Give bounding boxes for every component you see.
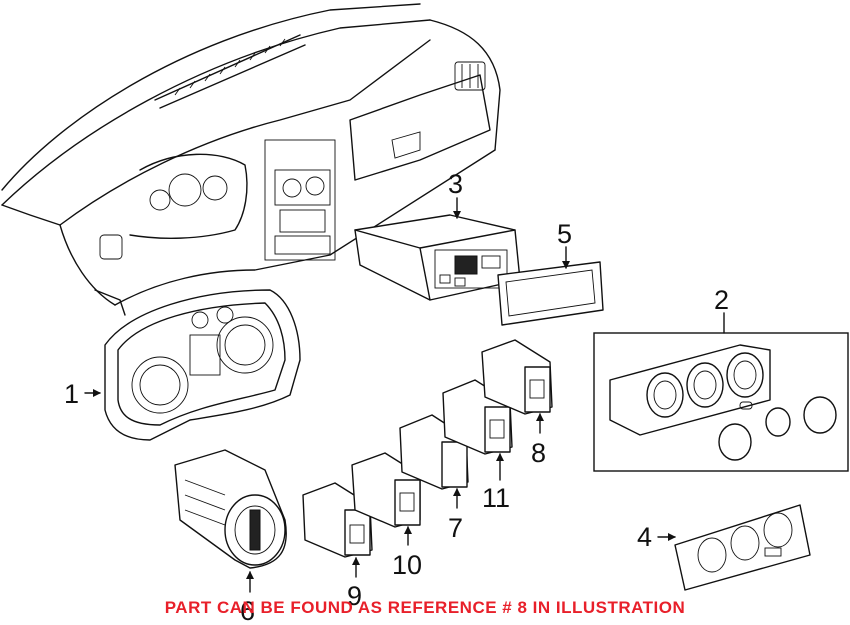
callout-7: 7 — [448, 513, 463, 543]
callout-9: 9 — [347, 581, 362, 611]
callout-10: 10 — [392, 550, 422, 580]
heater-control-assembly — [593, 332, 849, 472]
switch-module-8 — [481, 339, 553, 415]
callout-4: 4 — [637, 522, 652, 552]
callout-1: 1 — [64, 379, 79, 409]
callout-6: 6 — [240, 596, 255, 625]
callout-3: 3 — [448, 169, 463, 199]
trim-bezel — [497, 261, 604, 326]
callout-11: 11 — [482, 483, 510, 513]
control-faceplate — [674, 504, 811, 591]
control-unit — [354, 214, 521, 301]
instrument-cluster — [104, 289, 301, 441]
leader-lines — [84, 197, 725, 593]
callout-8: 8 — [531, 438, 546, 468]
callout-2: 2 — [714, 285, 729, 315]
headlight-switch — [174, 449, 287, 569]
reference-notice: PART CAN BE FOUND AS REFERENCE # 8 IN IL… — [164, 598, 686, 617]
callout-labels: 1 2 3 4 5 6 7 8 9 10 11 — [64, 169, 729, 625]
callout-5: 5 — [557, 219, 572, 249]
dashboard-illustration — [1, 3, 501, 316]
